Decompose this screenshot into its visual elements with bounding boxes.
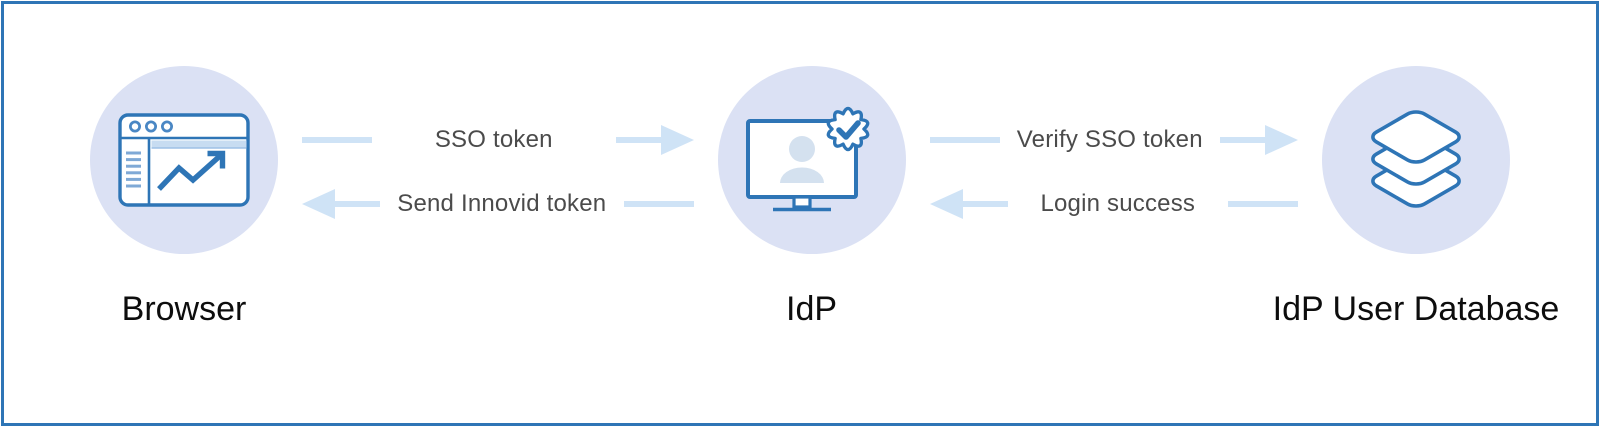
node-idp-user-database: IdP User Database [1273,66,1559,329]
node-browser: Browser [90,66,278,329]
verified-badge-icon [826,106,869,152]
connector-browser-idp: SSO token Send Innovid token [278,108,718,236]
node-label-browser: Browser [121,290,247,328]
flow-login-success: Login success [929,172,1298,236]
arrow-right-icon [615,125,694,155]
arrow-left-icon [929,189,1008,219]
node-label-idp: IdP [786,290,838,328]
flow-verify-sso-token: Verify SSO token [929,108,1298,172]
flow-line-segment [1228,201,1298,207]
flow-send-innovid-token: Send Innovid token [302,172,694,236]
arrow-left-icon [302,189,380,219]
flow-label-verify-sso-token: Verify SSO token [1016,126,1203,153]
browser-window-chart-icon [118,113,250,207]
connector-idp-database: Verify SSO token Login success [906,108,1322,236]
flow-line-segment [929,137,1000,143]
flow-label-login-success: Login success [1040,190,1196,217]
browser-circle [90,66,278,254]
flow-line-segment [623,201,694,207]
idp-circle [717,66,906,254]
monitor-verified-user-icon [745,106,869,212]
flow-label-send-innovid-token: Send Innovid token [397,190,607,217]
arrow-right-icon [1220,125,1298,155]
stacked-layers-icon [1360,107,1472,213]
node-label-idp-user-database: IdP User Database [1272,290,1560,328]
flow-line-segment [302,137,372,143]
flow-sso-token: SSO token [302,108,694,172]
node-idp: IdP [717,66,906,329]
flow-label-sso-token: SSO token [434,126,553,153]
database-circle [1322,66,1510,254]
